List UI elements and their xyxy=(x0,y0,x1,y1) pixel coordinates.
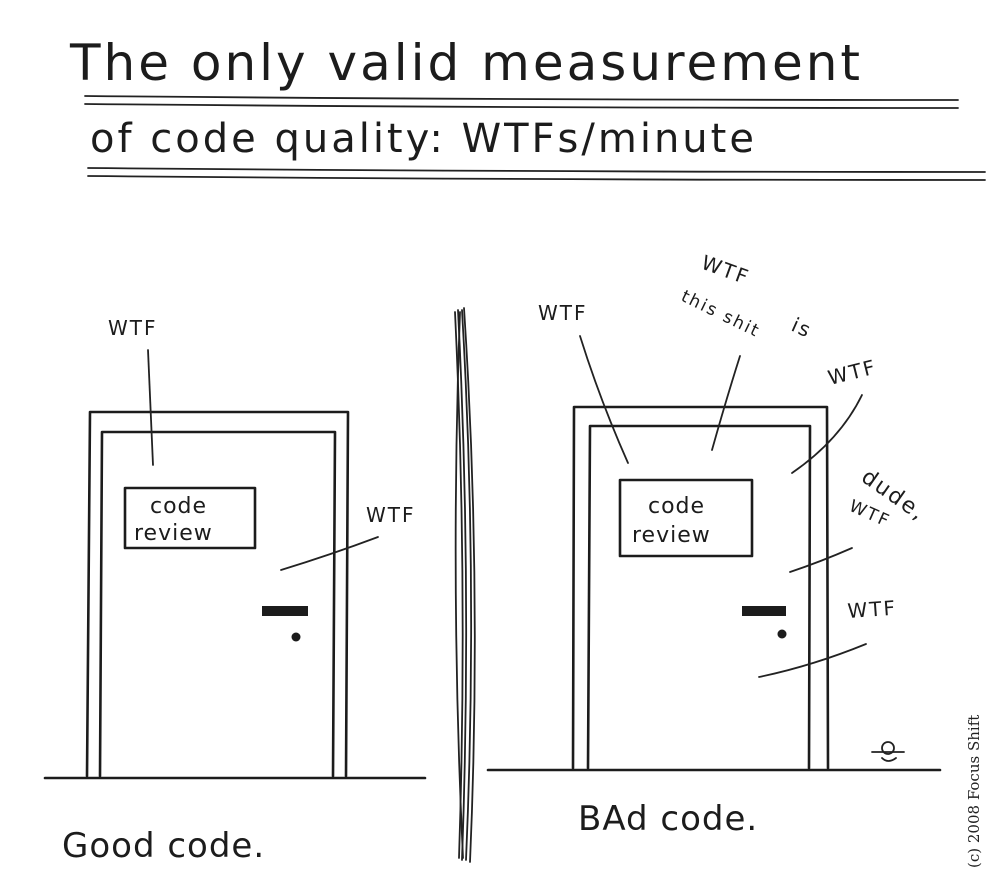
right-wtf-this-shit: this shit xyxy=(678,287,764,342)
right-door-frame-inner xyxy=(586,424,812,770)
right-wtf-2-pointer xyxy=(711,355,741,451)
left-sign-line-1: code xyxy=(150,494,207,519)
left-wtf-top: WTF xyxy=(108,316,158,340)
right-door-handle xyxy=(742,606,786,616)
right-wtf-is: is xyxy=(788,313,816,343)
title-underline-1 xyxy=(84,95,959,101)
good-code-panel: code review WTF WTF Good code. xyxy=(43,316,427,866)
right-wtf-3: WTF xyxy=(825,355,879,390)
right-sign-line-1: code xyxy=(648,494,705,519)
right-door-keyhole xyxy=(777,629,787,639)
right-wtf-1-pointer xyxy=(579,335,629,464)
right-caption: BAd code. xyxy=(578,799,758,839)
right-wtf-1: WTF xyxy=(538,301,588,325)
right-wtf-4-pointer xyxy=(789,547,853,573)
left-door-frame-outer xyxy=(85,410,350,778)
title-line-2: of code quality: WTFs/minute xyxy=(90,116,757,162)
title-block: The only valid measurement of code quali… xyxy=(69,34,986,181)
right-code-review-sign xyxy=(618,478,754,558)
left-code-review-sign xyxy=(123,486,257,550)
right-wtf-5: WTF xyxy=(847,596,898,623)
panel-divider xyxy=(454,307,476,863)
left-door-frame-inner xyxy=(98,430,337,778)
left-wtf-top-pointer xyxy=(147,349,154,466)
left-door-handle xyxy=(262,606,308,616)
title-underline-2 xyxy=(87,167,986,173)
right-door-frame-outer xyxy=(571,405,830,770)
title-underline-1b xyxy=(84,103,959,109)
left-wtf-side: WTF xyxy=(366,503,416,527)
right-sign-line-2: review xyxy=(632,523,711,548)
title-underline-2b xyxy=(87,175,986,181)
right-wtf-3-pointer xyxy=(791,394,863,474)
left-door-keyhole xyxy=(291,632,301,642)
artist-signature xyxy=(871,741,905,762)
left-caption: Good code. xyxy=(62,826,265,866)
right-wtf-5-pointer xyxy=(758,643,867,678)
bad-code-panel: code review WTF WTF is this shit WTF dud… xyxy=(486,250,942,839)
copyright-notice: (c) 2008 Focus Shift xyxy=(965,715,983,868)
left-sign-line-2: review xyxy=(134,521,213,546)
right-wtf-2: WTF xyxy=(698,250,753,289)
title-line-1: The only valid measurement xyxy=(69,34,863,92)
left-wtf-side-pointer xyxy=(280,536,379,571)
